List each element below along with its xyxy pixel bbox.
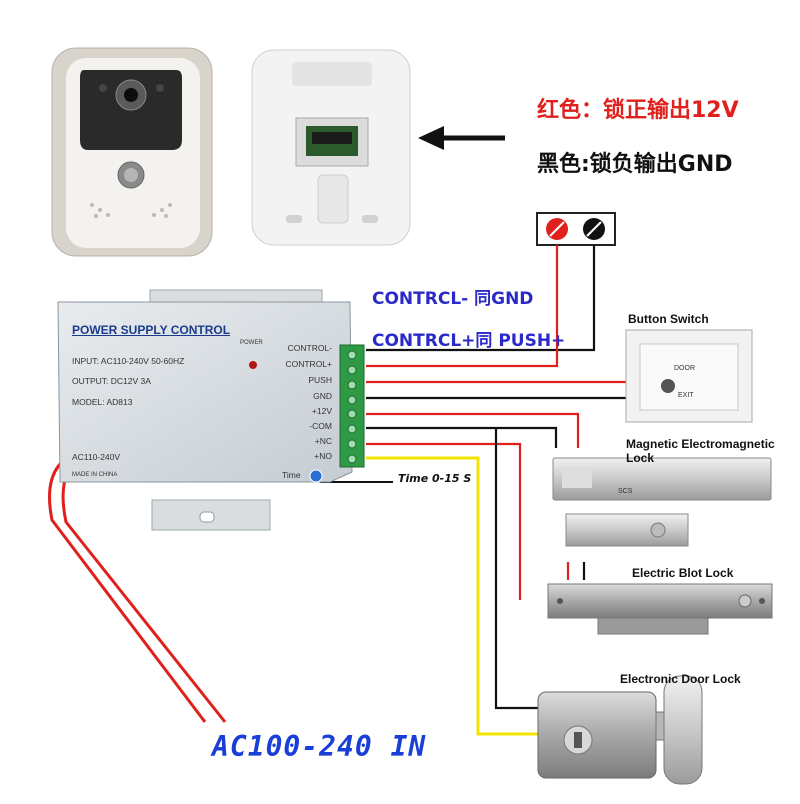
psu-title: POWER SUPPLY CONTROL bbox=[72, 323, 231, 337]
psu-ac-label: AC110-240V bbox=[72, 452, 121, 462]
doorbell-camera-front bbox=[51, 47, 213, 257]
electronic-door-lock bbox=[537, 675, 703, 785]
red-wire-note: 红色：锁正输出12V bbox=[537, 98, 739, 123]
ac-input-label: AC100-240 IN bbox=[212, 730, 427, 763]
terminal-label: +NO bbox=[314, 451, 332, 461]
mag-lock-brand: SCS bbox=[618, 488, 633, 495]
psu-model: MODEL: AD813 bbox=[72, 397, 133, 407]
black-wire-note: 黑色:锁负输出GND bbox=[537, 152, 733, 177]
time-note: Time 0-15 S bbox=[398, 472, 472, 485]
lock-output-terminal bbox=[536, 212, 616, 246]
terminal-label: CONTROL- bbox=[287, 343, 332, 353]
terminal-label: GND bbox=[313, 391, 332, 401]
door-lock-label: Electronic Door Lock bbox=[620, 672, 741, 686]
power-supply-box bbox=[57, 289, 365, 531]
wire-black-door bbox=[494, 428, 540, 710]
wire-red-control-plus bbox=[366, 245, 559, 368]
terminal-label: -COM bbox=[309, 421, 332, 431]
doorbell-back-plate bbox=[251, 49, 411, 246]
electric-bolt-lock bbox=[547, 583, 773, 635]
magnetic-lock bbox=[552, 457, 772, 547]
pointer-arrow bbox=[418, 126, 505, 150]
terminal-label: PUSH bbox=[308, 375, 332, 385]
door-plate-top: DOOR bbox=[674, 365, 695, 372]
psu-made-in: MADE IN CHINA bbox=[72, 472, 118, 478]
control-minus-note: CONTRCL- 同GND bbox=[372, 289, 534, 309]
wire-red-12v bbox=[366, 412, 580, 448]
wire-red-nc bbox=[366, 442, 522, 600]
psu-output: OUTPUT: DC12V 3A bbox=[72, 376, 151, 386]
psu-input: INPUT: AC110-240V 50-60HZ bbox=[72, 356, 185, 366]
psu-power-led-label: POWER bbox=[240, 340, 263, 346]
button-switch-label: Button Switch bbox=[628, 312, 709, 326]
terminal-label: +12V bbox=[311, 406, 332, 416]
control-plus-note: CONTRCL+同 PUSH+ bbox=[372, 331, 566, 351]
magnetic-lock-label: Magnetic Electromagnetic Lock bbox=[626, 437, 775, 465]
wire-black-com bbox=[366, 426, 558, 448]
exit-button-switch bbox=[625, 329, 753, 423]
terminal-label: CONTROL+ bbox=[285, 359, 332, 369]
psu-time-knob: Time bbox=[282, 470, 301, 480]
terminal-label: +NC bbox=[314, 436, 332, 446]
wire-yellow-no bbox=[366, 456, 540, 736]
door-plate-bottom: EXIT bbox=[678, 392, 694, 399]
bolt-lock-label: Electric Blot Lock bbox=[632, 566, 734, 580]
wire-black-control-minus bbox=[366, 245, 596, 352]
